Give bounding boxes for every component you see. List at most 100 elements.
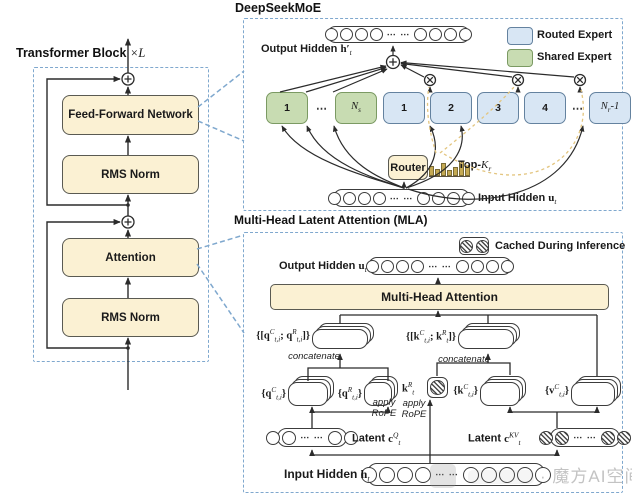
cached-vector-circle <box>616 430 631 445</box>
multi-head-attention-box: Multi-Head Attention <box>270 284 609 310</box>
cached-vector-circle <box>459 239 473 253</box>
attention-box: Attention <box>62 238 199 277</box>
qc-label: {qCt,i} <box>261 386 286 402</box>
vector-circle <box>534 466 551 483</box>
vector-circle <box>327 191 341 205</box>
vector-circle <box>498 466 515 483</box>
ellipsis-dots: ⋯ ⋯ <box>428 260 452 271</box>
watermark-text: · 魔方AI空间 <box>540 467 632 486</box>
transformer-block-title: Transformer Block ×L <box>16 46 146 60</box>
q-concat-label: {[qCt,i; qRt,i]} <box>256 328 310 344</box>
vector-circle <box>369 28 383 41</box>
vector-circle <box>339 28 353 41</box>
ellipsis-dots: ⋯ ⋯ <box>435 469 459 479</box>
moe-output-hidden-pill: ⋯ ⋯ <box>324 26 473 43</box>
expert-ellipsis: ⋯ <box>316 102 327 115</box>
ellipsis-dots: ⋯ ⋯ <box>386 29 411 39</box>
apply-rope-center-label: apply RoPE <box>401 398 427 420</box>
vector-circle <box>327 430 342 445</box>
vector-circle <box>266 430 281 445</box>
topk-label: Top-Kr <box>458 159 492 174</box>
vector-circle <box>342 191 356 205</box>
cached-legend-icon <box>459 237 489 255</box>
cached-legend-label: Cached During Inference <box>495 240 626 252</box>
cached-vector-circle <box>600 430 615 445</box>
vector-circle <box>447 191 461 205</box>
cached-vector-circle <box>555 430 570 445</box>
vector-circle <box>354 28 368 41</box>
mla-panel <box>243 232 623 493</box>
rms-norm-top-box: RMS Norm <box>62 155 199 194</box>
mla-input-hidden-label: Input Hidden ht <box>284 467 370 484</box>
moe-input-hidden-pill: ⋯ ⋯ <box>327 189 476 207</box>
moe-title: DeepSeekMoE <box>235 1 322 15</box>
kr-label: kRt <box>402 381 415 397</box>
routed-expert-swatch <box>507 27 533 45</box>
concatenate-right-label: concatenate <box>438 354 490 365</box>
vector-circle <box>379 466 396 483</box>
cached-vector-circle <box>539 430 554 445</box>
vector-circle <box>462 191 476 205</box>
latent-q-pill: ⋯ ⋯ <box>266 428 358 447</box>
vector-circle <box>397 466 414 483</box>
vector-circle <box>462 466 479 483</box>
k-concat-label: {[kCt,i; kRt]} <box>406 329 456 345</box>
vector-circle <box>366 259 380 273</box>
shared-experts-row: 1 ⋯ Ns <box>266 92 377 124</box>
cached-vector-circle <box>430 380 445 395</box>
vector-circle <box>429 28 443 41</box>
vector-circle <box>444 28 458 41</box>
vector-circle <box>361 466 378 483</box>
expert-box: Nr-1 <box>589 92 631 124</box>
qr-label: {qRt,i} <box>337 386 362 402</box>
vector-circle <box>324 28 338 41</box>
expert-box: Ns <box>335 92 377 124</box>
vector-circle <box>372 191 386 205</box>
transformer-block-panel <box>33 67 209 362</box>
vector-circle <box>343 430 358 445</box>
vector-circle <box>417 191 431 205</box>
mla-input-hidden-pill: ⋯ ⋯ <box>361 463 551 486</box>
feed-forward-network-box: Feed-Forward Network <box>62 95 199 135</box>
moe-input-hidden-label: Input Hidden ut <box>478 192 557 207</box>
latent-q-label: Latent cQt <box>352 430 401 447</box>
watermark-smudge <box>468 470 534 484</box>
vector-circle <box>381 259 395 273</box>
expert-box: 1 <box>266 92 308 124</box>
mla-output-hidden-label: Output Hidden ut <box>279 260 367 275</box>
kr-box <box>427 377 448 398</box>
latent-kv-label: Latent cKVt <box>468 430 521 447</box>
expert-ellipsis: ⋯ <box>572 102 583 115</box>
vector-circle <box>282 430 297 445</box>
router-box: Router <box>388 155 428 180</box>
vector-circle <box>415 466 432 483</box>
rms-norm-bottom-box: RMS Norm <box>62 298 199 337</box>
mla-title: Multi-Head Latent Attention (MLA) <box>234 213 428 227</box>
ellipsis-dots: ⋯ ⋯ <box>389 192 414 203</box>
vector-circle <box>500 259 514 273</box>
ellipsis-dots: ⋯ ⋯ <box>573 432 597 442</box>
vector-circle <box>432 191 446 205</box>
moe-output-hidden-label: Output Hidden h′t <box>261 43 352 58</box>
shared-expert-legend: Shared Expert <box>537 51 612 63</box>
vector-circle <box>455 259 469 273</box>
vector-circle <box>470 259 484 273</box>
cached-vector-circle <box>475 239 489 253</box>
vc-label: {vCt,i} <box>544 383 569 399</box>
vector-circle <box>480 466 497 483</box>
vector-circle <box>357 191 371 205</box>
qr-stack <box>364 376 398 406</box>
vector-circle <box>411 259 425 273</box>
concatenate-left-label: concatenate <box>288 351 340 362</box>
q-concat-stack <box>312 323 374 350</box>
ellipsis-dots: ⋯ ⋯ <box>300 432 324 442</box>
expert-box: 4 <box>524 92 566 124</box>
watermark-logo <box>430 464 456 488</box>
shared-expert-swatch <box>507 49 533 67</box>
expert-box: 3 <box>477 92 519 124</box>
vector-circle <box>459 28 473 41</box>
routed-expert-legend: Routed Expert <box>537 29 613 41</box>
expert-box: 1 <box>383 92 425 124</box>
vector-circle <box>516 466 533 483</box>
